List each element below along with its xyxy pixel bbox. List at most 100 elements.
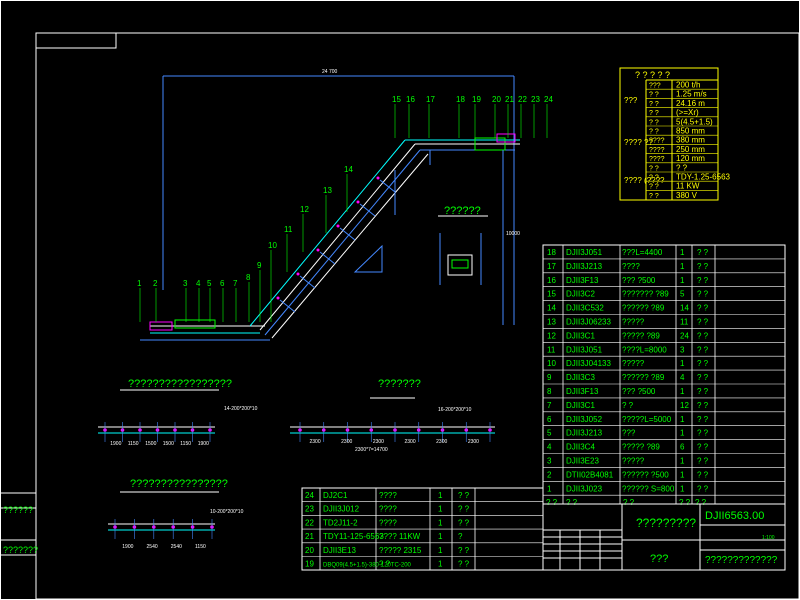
bom-lower-name: ???? (379, 518, 397, 527)
bom-qty: 1 (680, 470, 685, 479)
bom-code: DJII3C4 (566, 443, 595, 452)
bom-qty: 1 (680, 415, 685, 424)
spec-key: ? ? (649, 92, 659, 99)
bom-qty: 14 (680, 304, 689, 313)
drawing-title: ????????? (636, 516, 696, 530)
title-block: ????????? DJII6563.00 ??? ????????????? … (542, 503, 786, 571)
bom-note: ? ? (697, 290, 709, 299)
bom-no: 18 (547, 248, 556, 257)
bom-lower-code: TDY11-125-6563 (323, 532, 384, 541)
bom-no: 7 (547, 401, 552, 410)
bom-name: ?????? S=800 (622, 484, 675, 493)
spec-rows: ???200 t/h? ?1.25 m/s? ?24.16 m? ?(>=Xr)… (646, 79, 731, 200)
idler (296, 272, 300, 276)
section-dim: 1150 (180, 441, 191, 447)
section-dim: 1500 (145, 441, 156, 447)
section-dim: 2300 (436, 439, 447, 445)
scale-label: 1:100 (762, 535, 775, 541)
spec-key: ? ? (649, 129, 659, 136)
truss-member (379, 179, 396, 193)
idler (356, 200, 360, 204)
bom-qty: 1 (680, 484, 685, 493)
section-3-title: ???????????????? (130, 478, 228, 490)
idler (336, 224, 340, 228)
bom-name: ????L=8000 (622, 345, 667, 354)
bom-code: DJII3J051 (566, 248, 603, 257)
bom-note: ? ? (697, 484, 709, 493)
bom-no: 13 (547, 318, 556, 327)
section-1-dim-label: 14-200*200*10 (224, 406, 258, 412)
bom-lower-no: 19 (305, 560, 314, 569)
section-dim: 2540 (171, 544, 182, 550)
side-view-title: ?????? (444, 205, 481, 217)
bom-no: 1 (547, 484, 552, 493)
section-1-title: ????????????????? (128, 378, 232, 390)
spec-group-1: ??? (624, 96, 638, 105)
section-dim: 1900 (122, 544, 133, 550)
spec-key: ? ? (649, 101, 659, 108)
callout-18: 18 (456, 95, 465, 104)
spec-value: 850 mm (676, 127, 705, 136)
callout-10: 10 (268, 241, 277, 250)
bom-name: ?????? ?500 (622, 470, 669, 479)
bom-no: 3 (547, 457, 552, 466)
callout-23: 23 (531, 95, 540, 104)
bom-lower-note: ? (458, 532, 463, 541)
callout-5: 5 (207, 279, 212, 288)
bom-qty: 1 (680, 429, 685, 438)
bom-note: ? ? (697, 276, 709, 285)
callout-16: 16 (406, 95, 415, 104)
bom-lower-code: TD2J11-2 (323, 518, 358, 527)
section-dim: 1150 (195, 544, 206, 550)
bom-no: 12 (547, 331, 556, 340)
section-2-title: ??????? (378, 378, 421, 390)
bom-code: DJII3C532 (566, 304, 604, 313)
bom-qty: 3 (680, 345, 685, 354)
callout-2: 2 (153, 279, 158, 288)
idler (316, 248, 320, 252)
company-name: ??? (650, 553, 668, 565)
bom-no: 9 (547, 373, 552, 382)
bom-lower-name: ???? (379, 505, 397, 514)
callout-8: 8 (246, 273, 251, 282)
bom-code: DJII3F13 (566, 276, 599, 285)
bom-lower-code: DJII3J012 (323, 505, 360, 514)
spec-value: 5(4.5+1.5) (676, 117, 713, 126)
bom-qty: 1 (680, 248, 685, 257)
bom-name: ?????? ?89 (622, 304, 665, 313)
bom-name: ???L=4400 (622, 248, 663, 257)
angle-marker (353, 244, 383, 273)
side-view-belt (451, 259, 469, 269)
bom-note: ? ? (697, 359, 709, 368)
bom-header: ? ? (695, 498, 707, 507)
tail-pulley-box (149, 321, 173, 331)
bom-name: ??? (622, 429, 636, 438)
incline-belt-top (249, 139, 406, 327)
bom-name: ????? (622, 457, 645, 466)
bom-header: ? ? (623, 498, 635, 507)
bom-lower-qty: 1 (438, 560, 443, 569)
bom-no: 6 (547, 415, 552, 424)
callout-11: 11 (284, 225, 293, 234)
bom-header: ? ? (679, 498, 691, 507)
bom-note: ? ? (697, 415, 709, 424)
bom-lower-qty: 1 (438, 546, 443, 555)
bom-name: ??? ?500 (622, 387, 656, 396)
bom-lower-note: ? ? (458, 491, 470, 500)
section-2-dim-label: 16-200*200*10 (438, 407, 472, 413)
bom-qty: 4 (680, 373, 685, 382)
bom-qty: 6 (680, 443, 685, 452)
bom-lower-name: ? ? (379, 560, 391, 569)
bom-no: 17 (547, 262, 556, 271)
bom-qty: 12 (680, 401, 689, 410)
section-dim: 2540 (147, 544, 158, 550)
bom-note: ? ? (697, 318, 709, 327)
bom-note: ? ? (697, 443, 709, 452)
callout-24: 24 (544, 95, 553, 104)
callout-4: 4 (196, 279, 201, 288)
bom-note: ? ? (697, 457, 709, 466)
spec-value: 200 t/h (676, 81, 700, 90)
section-2-total: 2300*7=14700 (355, 447, 388, 453)
bom-lower-code: DBQ09(4.5+1.5)-380-120TC-200 (323, 563, 412, 569)
